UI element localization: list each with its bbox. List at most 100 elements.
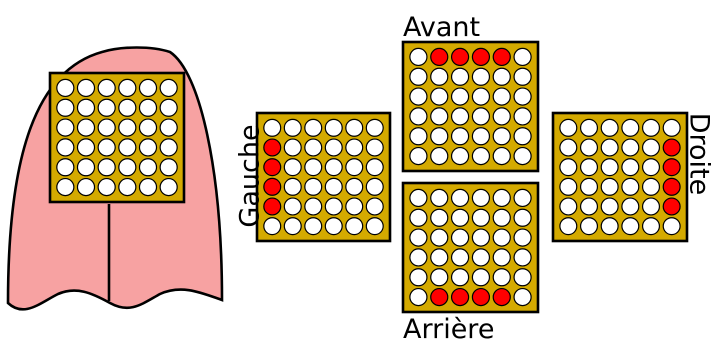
- led-off: [304, 177, 323, 196]
- led-matrix-right: [551, 111, 689, 243]
- led-off: [430, 228, 449, 247]
- led-off: [138, 98, 158, 117]
- led-off: [471, 87, 491, 106]
- led-off: [513, 146, 532, 166]
- led-off: [513, 87, 532, 106]
- led-on: [471, 47, 491, 67]
- led-off: [345, 217, 364, 236]
- led-off: [159, 158, 178, 177]
- led-off: [641, 197, 661, 216]
- led-on: [430, 287, 449, 307]
- led-off: [513, 228, 532, 247]
- led-on: [263, 158, 282, 177]
- led-off: [513, 248, 532, 267]
- led-off: [513, 127, 532, 146]
- led-off: [513, 208, 532, 227]
- led-off: [492, 268, 511, 287]
- led-matrix-front: [401, 40, 540, 173]
- led-off: [579, 217, 599, 236]
- led-off: [559, 158, 578, 177]
- label-front: Avant: [403, 12, 480, 43]
- led-off: [138, 177, 158, 197]
- led-on: [263, 197, 282, 216]
- led-off: [56, 98, 75, 117]
- led-on: [450, 287, 470, 307]
- led-off: [492, 87, 511, 106]
- led-off: [283, 158, 302, 177]
- led-off: [559, 217, 578, 236]
- led-off: [304, 197, 323, 216]
- led-on: [263, 177, 282, 196]
- led-off: [324, 197, 343, 216]
- led-off: [76, 118, 96, 137]
- led-off: [76, 98, 96, 117]
- led-off: [56, 177, 75, 197]
- led-off: [324, 177, 343, 196]
- led-off: [76, 138, 96, 157]
- led-off: [409, 87, 428, 106]
- led-off: [662, 118, 681, 137]
- board-right: [551, 111, 689, 243]
- led-off: [118, 118, 137, 137]
- led-off: [621, 217, 640, 236]
- led-off: [409, 287, 428, 307]
- led-off: [76, 158, 96, 177]
- led-off: [365, 177, 384, 196]
- led-off: [409, 47, 428, 67]
- led-off: [492, 107, 511, 126]
- led-off: [513, 188, 532, 208]
- led-off: [430, 107, 449, 126]
- led-off: [492, 228, 511, 247]
- led-off: [283, 118, 302, 137]
- label-right: Droite: [684, 113, 711, 196]
- led-off: [97, 78, 116, 98]
- led-off: [450, 67, 470, 86]
- led-off: [118, 98, 137, 117]
- led-off: [559, 118, 578, 137]
- led-on: [430, 47, 449, 67]
- led-off: [450, 127, 470, 146]
- led-off: [304, 138, 323, 157]
- led-off: [409, 146, 428, 166]
- board-back: [401, 181, 540, 314]
- led-off: [76, 78, 96, 98]
- led-off: [409, 67, 428, 86]
- led-on: [662, 197, 681, 216]
- led-off: [471, 188, 491, 208]
- led-off: [513, 107, 532, 126]
- led-off: [159, 98, 178, 117]
- led-off: [430, 248, 449, 267]
- led-off: [579, 118, 599, 137]
- led-off: [263, 217, 282, 236]
- led-off: [409, 107, 428, 126]
- led-off: [450, 248, 470, 267]
- led-off: [118, 177, 137, 197]
- led-on: [263, 138, 282, 157]
- led-off: [138, 138, 158, 157]
- label-back: Arrière: [403, 314, 494, 343]
- led-off: [138, 78, 158, 98]
- led-off: [138, 158, 158, 177]
- led-off: [559, 177, 578, 196]
- led-off: [324, 138, 343, 157]
- led-off: [471, 208, 491, 227]
- led-off: [471, 146, 491, 166]
- led-off: [450, 87, 470, 106]
- led-off: [118, 138, 137, 157]
- led-off: [430, 146, 449, 166]
- led-off: [138, 118, 158, 137]
- led-off: [662, 217, 681, 236]
- led-off: [409, 228, 428, 247]
- led-off: [97, 118, 116, 137]
- led-off: [97, 98, 116, 117]
- led-on: [492, 47, 511, 67]
- led-off: [365, 158, 384, 177]
- led-off: [263, 118, 282, 137]
- led-on: [662, 158, 681, 177]
- led-off: [56, 78, 75, 98]
- led-off: [471, 67, 491, 86]
- led-off: [579, 158, 599, 177]
- led-off: [513, 287, 532, 307]
- led-off: [345, 197, 364, 216]
- led-off: [56, 118, 75, 137]
